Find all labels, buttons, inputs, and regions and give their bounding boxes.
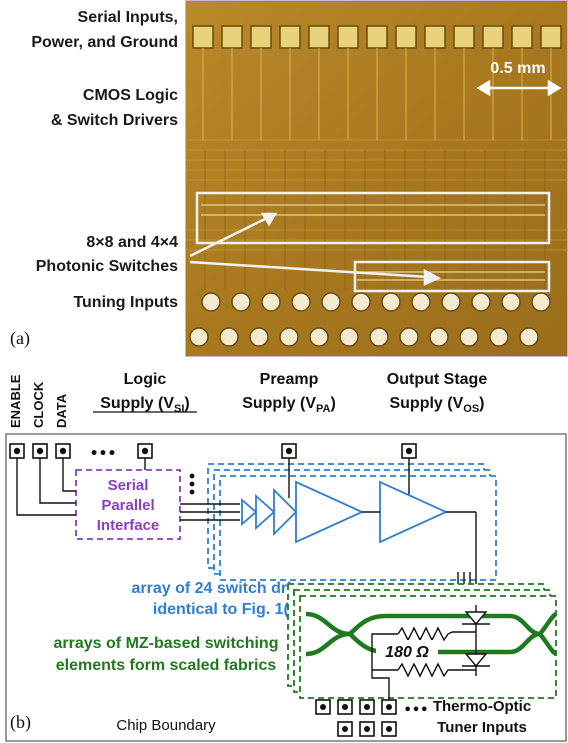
chip-die-photo: 0.5 mm [185, 0, 568, 357]
output-supply-sub-label: Supply (VOS) [389, 395, 484, 415]
switch-pointer-arrows [189, 212, 441, 286]
pin-label-data: DATA [54, 393, 69, 428]
spi-label-3: Interface [97, 517, 160, 534]
mz-caption-2: elements form scaled fabrics [56, 657, 277, 674]
label-photonic-switches: Photonic Switches [35, 258, 178, 275]
scale-bar [476, 79, 562, 97]
resistor-label-bg [376, 640, 438, 662]
resistor-bottom [397, 662, 452, 678]
pin-label-clock: CLOCK [31, 381, 46, 428]
panel-b-tag: (b) [10, 712, 31, 733]
output-supply-label: Output Stage [387, 371, 488, 388]
block-diagram: ENABLE CLOCK DATA ••• Logic Supply (VSI)… [5, 371, 567, 742]
tuner-label-1: Thermo-Optic [433, 698, 531, 715]
panel-a-tag: (a) [10, 328, 30, 348]
logic-supply-label: Logic [124, 371, 167, 388]
label-switch-drivers: & Switch Drivers [50, 112, 178, 129]
label-cmos-logic: CMOS Logic [82, 87, 178, 104]
spi-label-1: Serial [108, 477, 149, 494]
driver-buffers [241, 480, 449, 544]
logic-supply-sub-label: Supply (VSI) [100, 395, 190, 415]
tuner-ellipsis: ••• [404, 703, 429, 718]
pin-label-enable: ENABLE [8, 374, 23, 428]
top-pads [9, 443, 417, 459]
chip-boundary-rect [5, 433, 567, 742]
tuner-pads [315, 699, 397, 737]
preamp-supply-sub-label: Supply (VPA) [242, 395, 336, 415]
serial-parallel-interface [75, 469, 181, 540]
mz-caption-1: arrays of MZ-based switching [54, 635, 279, 652]
resistor-top [397, 626, 453, 642]
drivers-caption-2: identical to Fig. 1(c) [153, 601, 303, 618]
driver-array [207, 463, 497, 581]
label-serial-inputs: Serial Inputs, [77, 9, 178, 26]
drivers-caption-1: array of 24 switch drivers [132, 580, 325, 597]
preamp-supply-label: Preamp [260, 371, 319, 388]
label-tuning-inputs: Tuning Inputs [73, 294, 178, 311]
spi-label-2: Parallel [101, 497, 154, 514]
chip-boundary-label: Chip Boundary [116, 717, 216, 734]
switch-4x4-box [353, 260, 551, 293]
tuner-label-2: Tuner Inputs [437, 719, 527, 736]
label-switch-sizes: 8×8 and 4×4 [86, 234, 178, 251]
tuning-pads [189, 292, 551, 347]
scale-bar-label: 0.5 mm [490, 60, 545, 77]
label-power-ground: Power, and Ground [31, 34, 178, 51]
switch-8x8-box [195, 191, 551, 245]
heater-drivers [464, 611, 488, 668]
resistor-value: 180 Ω [385, 644, 429, 661]
pad-ellipsis: ••• [90, 446, 117, 462]
